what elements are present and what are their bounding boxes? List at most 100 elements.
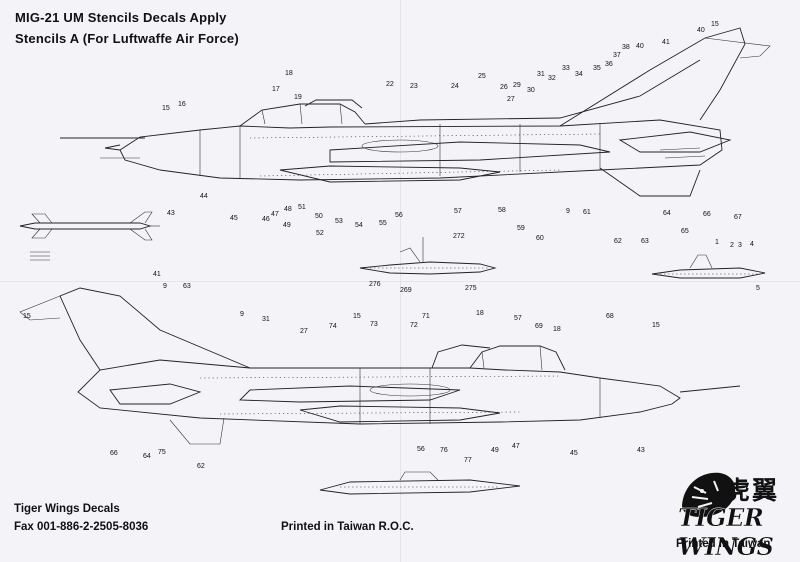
callout-number: 40: [697, 27, 705, 34]
callout-number: 31: [262, 316, 270, 323]
company-name: Tiger Wings Decals: [14, 503, 120, 515]
callout-number: 31: [537, 71, 545, 78]
callout-number: 45: [230, 215, 238, 222]
callout-number: 58: [498, 207, 506, 214]
callout-number: 37: [613, 52, 621, 59]
callout-number: 15: [353, 313, 361, 320]
callout-number: 51: [298, 204, 306, 211]
callout-number: 49: [283, 222, 291, 229]
callout-number: 16: [178, 101, 186, 108]
callout-number: 43: [637, 447, 645, 454]
callout-number: 67: [734, 214, 742, 221]
callout-number: 24: [451, 83, 459, 90]
callout-number: 53: [335, 218, 343, 225]
callout-number: 275: [465, 285, 477, 292]
callout-number: 18: [553, 326, 561, 333]
callout-number: 30: [527, 87, 535, 94]
callout-number: 56: [395, 212, 403, 219]
callout-number: 34: [575, 71, 583, 78]
fold-line-horizontal: [0, 281, 800, 282]
callout-number: 23: [410, 83, 418, 90]
callout-number: 40: [636, 43, 644, 50]
callout-number: 65: [681, 228, 689, 235]
callout-number: 9: [240, 311, 244, 318]
callout-number: 43: [167, 210, 175, 217]
callout-number: 75: [158, 449, 166, 456]
callout-number: 15: [23, 313, 31, 320]
callout-number: 17: [272, 86, 280, 93]
callout-number: 68: [606, 313, 614, 320]
aircraft-upper-view: [60, 27, 771, 197]
callout-number: 27: [300, 328, 308, 335]
callout-number: 9: [163, 283, 167, 290]
logo-chinese: 虎翼: [725, 476, 780, 505]
callout-number: 71: [422, 313, 430, 320]
callout-number: 25: [478, 73, 486, 80]
callout-number: 64: [143, 453, 151, 460]
callout-number: 9: [566, 208, 570, 215]
callout-number: 63: [641, 238, 649, 245]
callout-number: 4: [750, 241, 754, 248]
callout-number: 49: [491, 447, 499, 454]
callout-number: 76: [440, 447, 448, 454]
callout-number: 18: [476, 310, 484, 317]
callout-number: 56: [417, 446, 425, 453]
callout-number: 26: [500, 84, 508, 91]
pylon-drawing: [359, 237, 497, 275]
callout-number: 269: [400, 287, 412, 294]
callout-number: 47: [271, 211, 279, 218]
callout-number: 38: [622, 44, 630, 51]
callout-number: 33: [562, 65, 570, 72]
callout-number: 41: [153, 271, 161, 278]
callout-number: 15: [711, 21, 719, 28]
callout-number: 62: [614, 238, 622, 245]
callout-number: 59: [517, 225, 525, 232]
callout-number: 19: [294, 94, 302, 101]
callout-number: 62: [197, 463, 205, 470]
callout-number: 52: [316, 230, 324, 237]
callout-number: 1: [715, 239, 719, 246]
callout-number: 18: [285, 70, 293, 77]
callout-number: 48: [284, 206, 292, 213]
callout-number: 72: [410, 322, 418, 329]
fax-number: Fax 001-886-2-2505-8036: [14, 521, 149, 533]
callout-number: 15: [652, 322, 660, 329]
callout-number: 57: [454, 208, 462, 215]
callout-number: 35: [593, 65, 601, 72]
callout-number: 45: [570, 450, 578, 457]
callout-number: 47: [512, 443, 520, 450]
logo-wordmark: TIGER WINGS: [678, 503, 774, 561]
callout-number: 36: [605, 61, 613, 68]
callout-number: 66: [703, 211, 711, 218]
sheet-title: MIG-21 UM Stencils Decals Apply: [15, 10, 227, 25]
callout-number: 66: [110, 450, 118, 457]
callout-number: 2: [730, 242, 734, 249]
tiger-head-icon: [682, 472, 736, 517]
callout-number: 29: [513, 82, 521, 89]
callout-number: 55: [379, 220, 387, 227]
pylon-right-drawing: [651, 254, 766, 279]
printed-roc: Printed in Taiwan R.O.C.: [281, 521, 414, 533]
callout-number: 54: [355, 222, 363, 229]
callout-number: 64: [663, 210, 671, 217]
sheet-subtitle: Stencils A (For Luftwaffe Air Force): [15, 31, 239, 46]
callout-number: 5: [756, 285, 760, 292]
callout-number: 63: [183, 283, 191, 290]
fold-line-vertical: [400, 0, 401, 562]
callout-number: 77: [464, 457, 472, 464]
callout-number: 60: [536, 235, 544, 242]
callout-number: 22: [386, 81, 394, 88]
callout-number: 74: [329, 323, 337, 330]
missile-drawing: [19, 211, 160, 261]
printed-taiwan: Printed in Taiwan: [676, 538, 771, 550]
callout-number: 272: [453, 233, 465, 240]
callout-number: 50: [315, 213, 323, 220]
callout-number: 15: [162, 105, 170, 112]
callout-number: 276: [369, 281, 381, 288]
callout-number: 46: [262, 216, 270, 223]
callout-number: 73: [370, 321, 378, 328]
callout-number: 61: [583, 209, 591, 216]
